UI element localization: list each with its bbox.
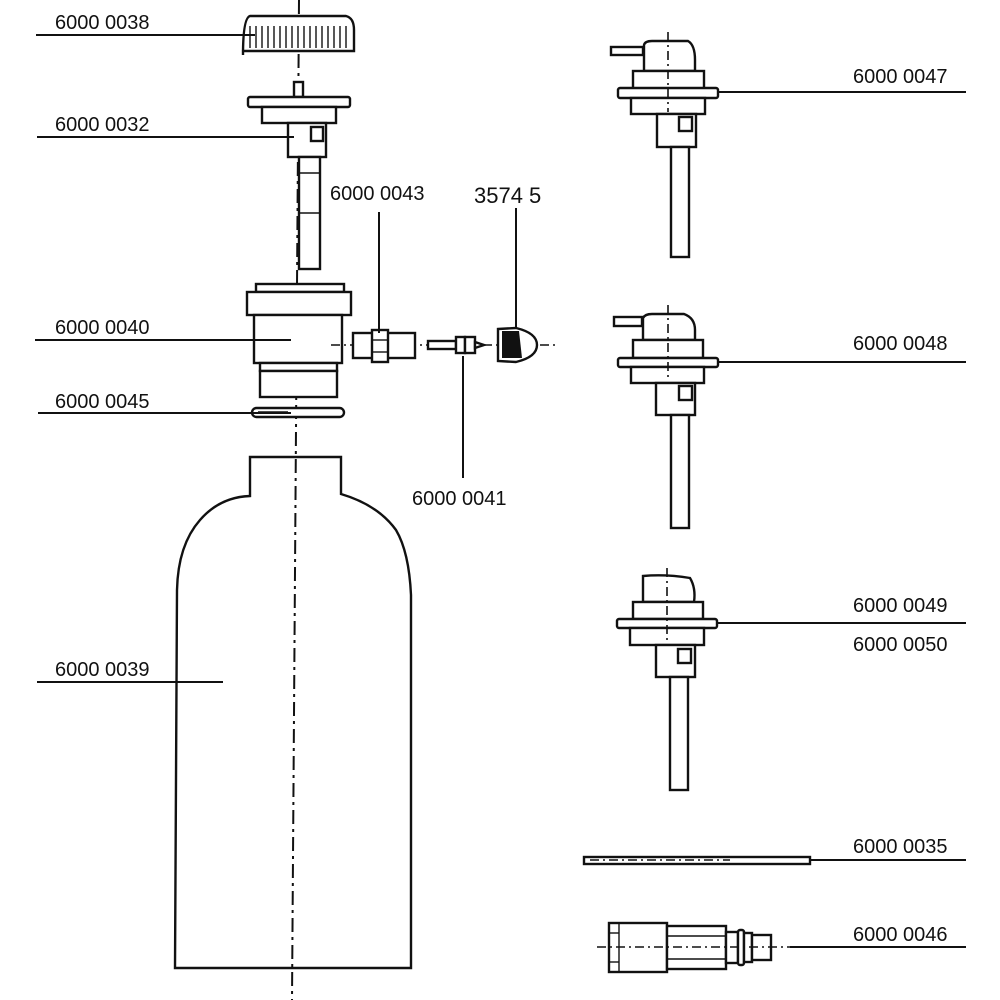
valve-variant-b-part — [612, 305, 720, 530]
label-cap: 6000 0038 — [55, 12, 150, 34]
filler-head-part — [245, 282, 353, 399]
valve-variant-a-part — [609, 32, 720, 259]
label-valve-b: 6000 0048 — [853, 333, 948, 355]
valve-insert-part — [246, 80, 352, 271]
bottle-part — [173, 455, 413, 970]
label-dust-cap: 3574 5 — [474, 183, 541, 208]
cap-knurling — [249, 26, 347, 48]
label-o-ring: 6000 0045 — [55, 391, 150, 413]
dust-cap-part — [496, 326, 539, 364]
label-bottle: 6000 0039 — [55, 659, 150, 681]
label-rod: 6000 0035 — [853, 836, 948, 858]
quick-coupling-part — [597, 921, 790, 974]
adapter-nipple-part — [351, 328, 417, 364]
label-adapter-nipple: 6000 0043 — [330, 183, 425, 205]
label-valve-core: 6000 0041 — [412, 488, 507, 510]
label-coupling: 6000 0046 — [853, 924, 948, 946]
label-valve-insert: 6000 0032 — [55, 114, 150, 136]
label-valve-a: 6000 0047 — [853, 66, 948, 88]
valve-variant-c-part — [615, 568, 719, 792]
cap-part — [241, 14, 356, 56]
label-valve-c-alternate: 6000 0050 — [853, 634, 948, 656]
valve-core-part — [426, 335, 488, 355]
label-valve-c-primary: 6000 0049 — [853, 595, 948, 617]
label-filler-head: 6000 0040 — [55, 317, 150, 339]
rod-part — [582, 855, 812, 866]
